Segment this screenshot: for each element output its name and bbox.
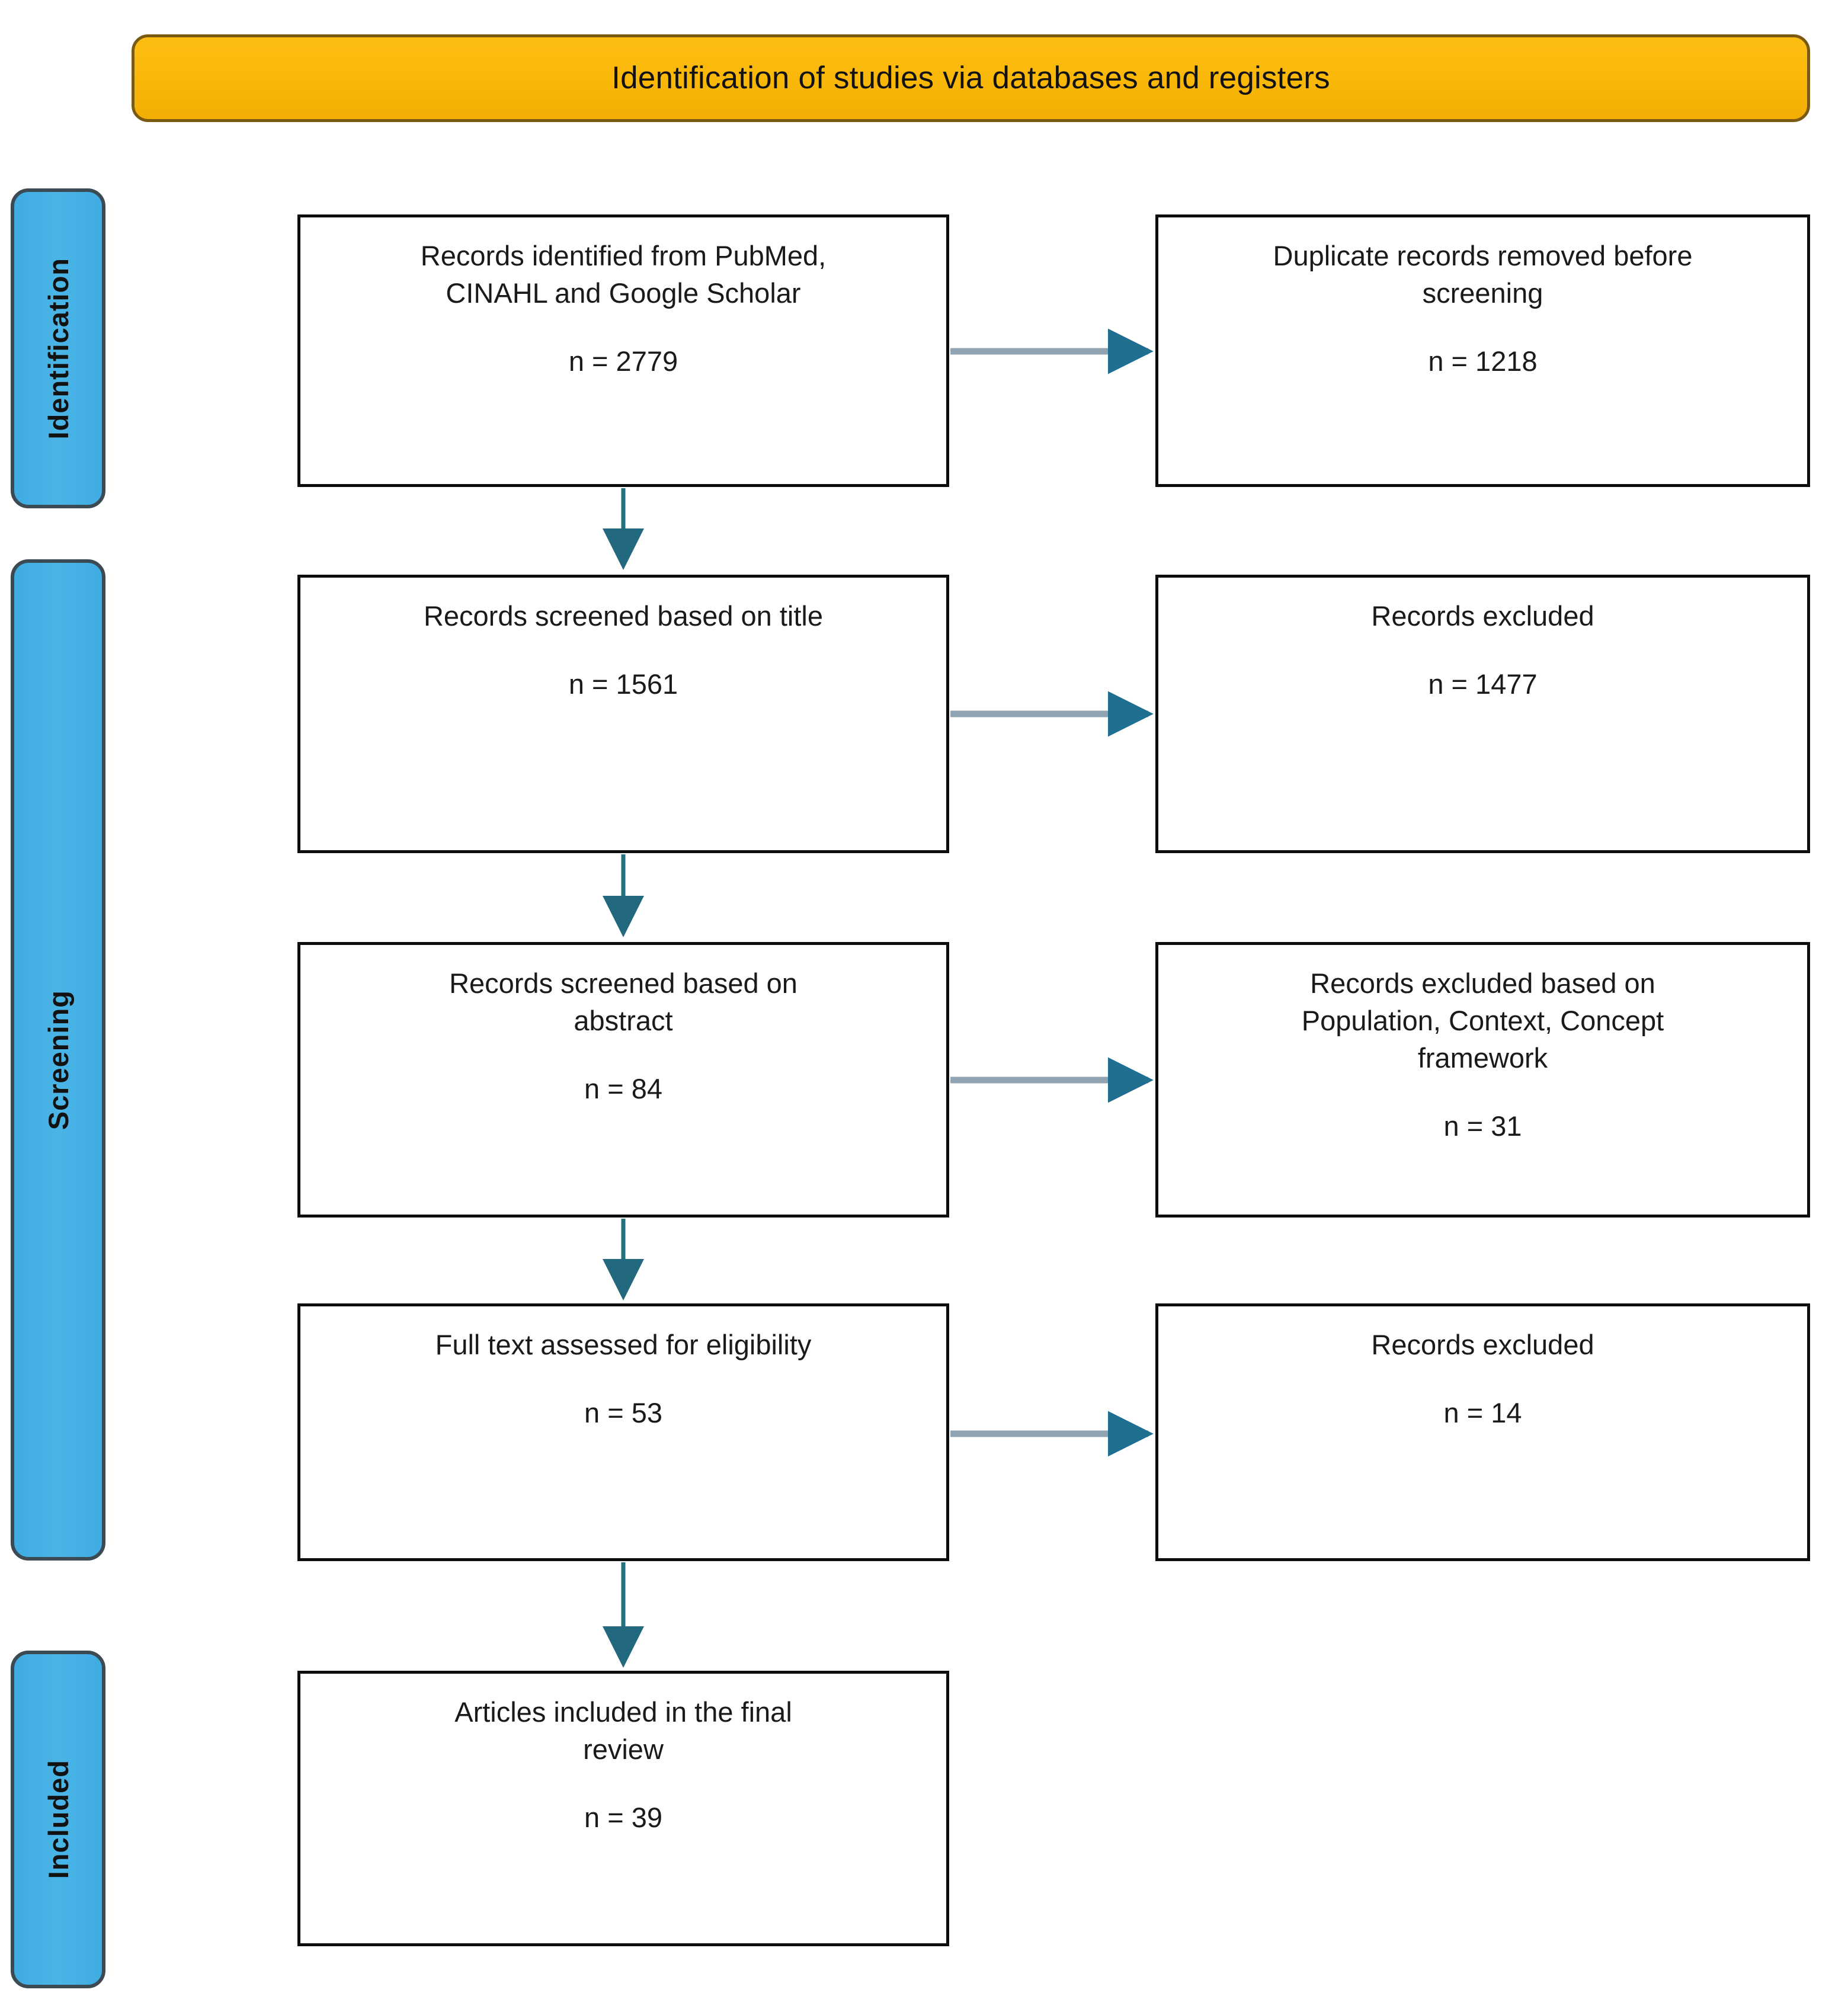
flow-box-duplicate-records-removed: Duplicate records removed before screeni… xyxy=(1155,214,1810,487)
flow-box-title: Records identified from PubMed, CINAHL a… xyxy=(420,240,827,309)
flow-box-count: n = 1561 xyxy=(568,668,678,700)
stage-label-identification: Identification xyxy=(11,188,105,508)
flow-box-title: Articles included in the final review xyxy=(454,1696,792,1765)
stage-label-included-text: Included xyxy=(42,1760,74,1879)
flow-box-records-screened-abstract: Records screened based on abstract n = 8… xyxy=(297,942,949,1218)
flow-box-title: Records screened based on title xyxy=(423,600,824,632)
flow-box-title: Duplicate records removed before screeni… xyxy=(1273,240,1693,309)
flow-box-records-screened-title: Records screened based on title n = 1561 xyxy=(297,575,949,853)
stage-label-included: Included xyxy=(11,1651,105,1988)
flow-box-records-identified: Records identified from PubMed, CINAHL a… xyxy=(297,214,949,487)
stage-label-screening: Screening xyxy=(11,559,105,1561)
flow-box-title: Records excluded xyxy=(1371,600,1594,632)
flow-box-count: n = 84 xyxy=(584,1072,662,1104)
flow-box-records-excluded-pcc: Records excluded based on Population, Co… xyxy=(1155,942,1810,1218)
header-banner: Identification of studies via databases … xyxy=(132,34,1810,122)
flow-box-count: n = 1477 xyxy=(1428,668,1538,700)
flow-box-count: n = 39 xyxy=(584,1801,662,1833)
flow-box-count: n = 2779 xyxy=(568,345,678,377)
flow-box-full-text-assessed: Full text assessed for eligibility n = 5… xyxy=(297,1303,949,1561)
flow-box-records-excluded-title: Records excluded n = 1477 xyxy=(1155,575,1810,853)
flow-box-count: n = 14 xyxy=(1443,1396,1522,1428)
flow-box-count: n = 31 xyxy=(1443,1110,1522,1142)
stage-label-screening-text: Screening xyxy=(42,989,74,1130)
header-banner-title: Identification of studies via databases … xyxy=(611,60,1330,95)
flow-box-count: n = 53 xyxy=(584,1396,662,1428)
flow-box-count: n = 1218 xyxy=(1428,345,1538,377)
flow-box-articles-included: Articles included in the final review n … xyxy=(297,1671,949,1946)
flow-box-title: Records screened based on abstract xyxy=(449,967,798,1036)
stage-label-identification-text: Identification xyxy=(42,257,74,440)
flow-box-title: Full text assessed for eligibility xyxy=(435,1329,812,1360)
flow-box-title: Records excluded xyxy=(1371,1329,1594,1360)
flow-box-title: Records excluded based on Population, Co… xyxy=(1301,967,1664,1074)
flow-box-records-excluded-fulltext: Records excluded n = 14 xyxy=(1155,1303,1810,1561)
